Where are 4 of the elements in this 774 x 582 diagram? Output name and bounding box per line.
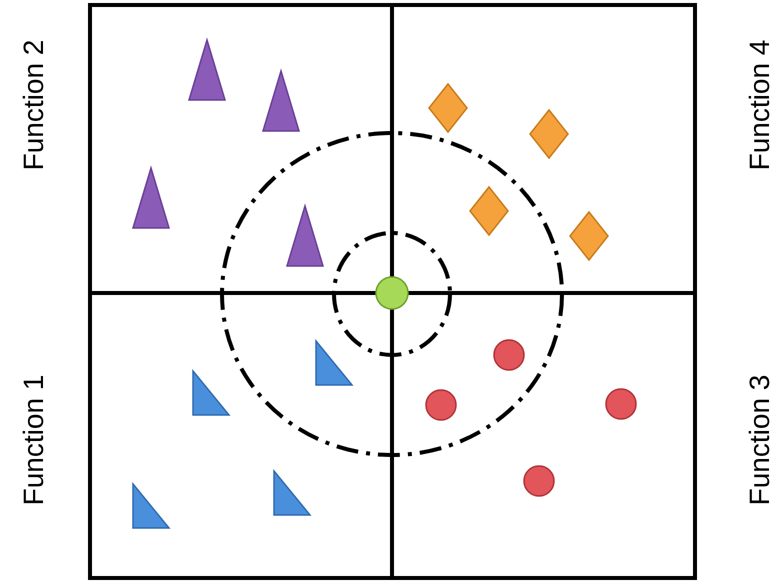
quadrant-label: Function 2 bbox=[18, 40, 50, 170]
quadrant-label: Function 1 bbox=[18, 374, 50, 506]
quadrant-label: Function 4 bbox=[744, 40, 774, 170]
quadrant-label: Function 3 bbox=[744, 374, 774, 506]
